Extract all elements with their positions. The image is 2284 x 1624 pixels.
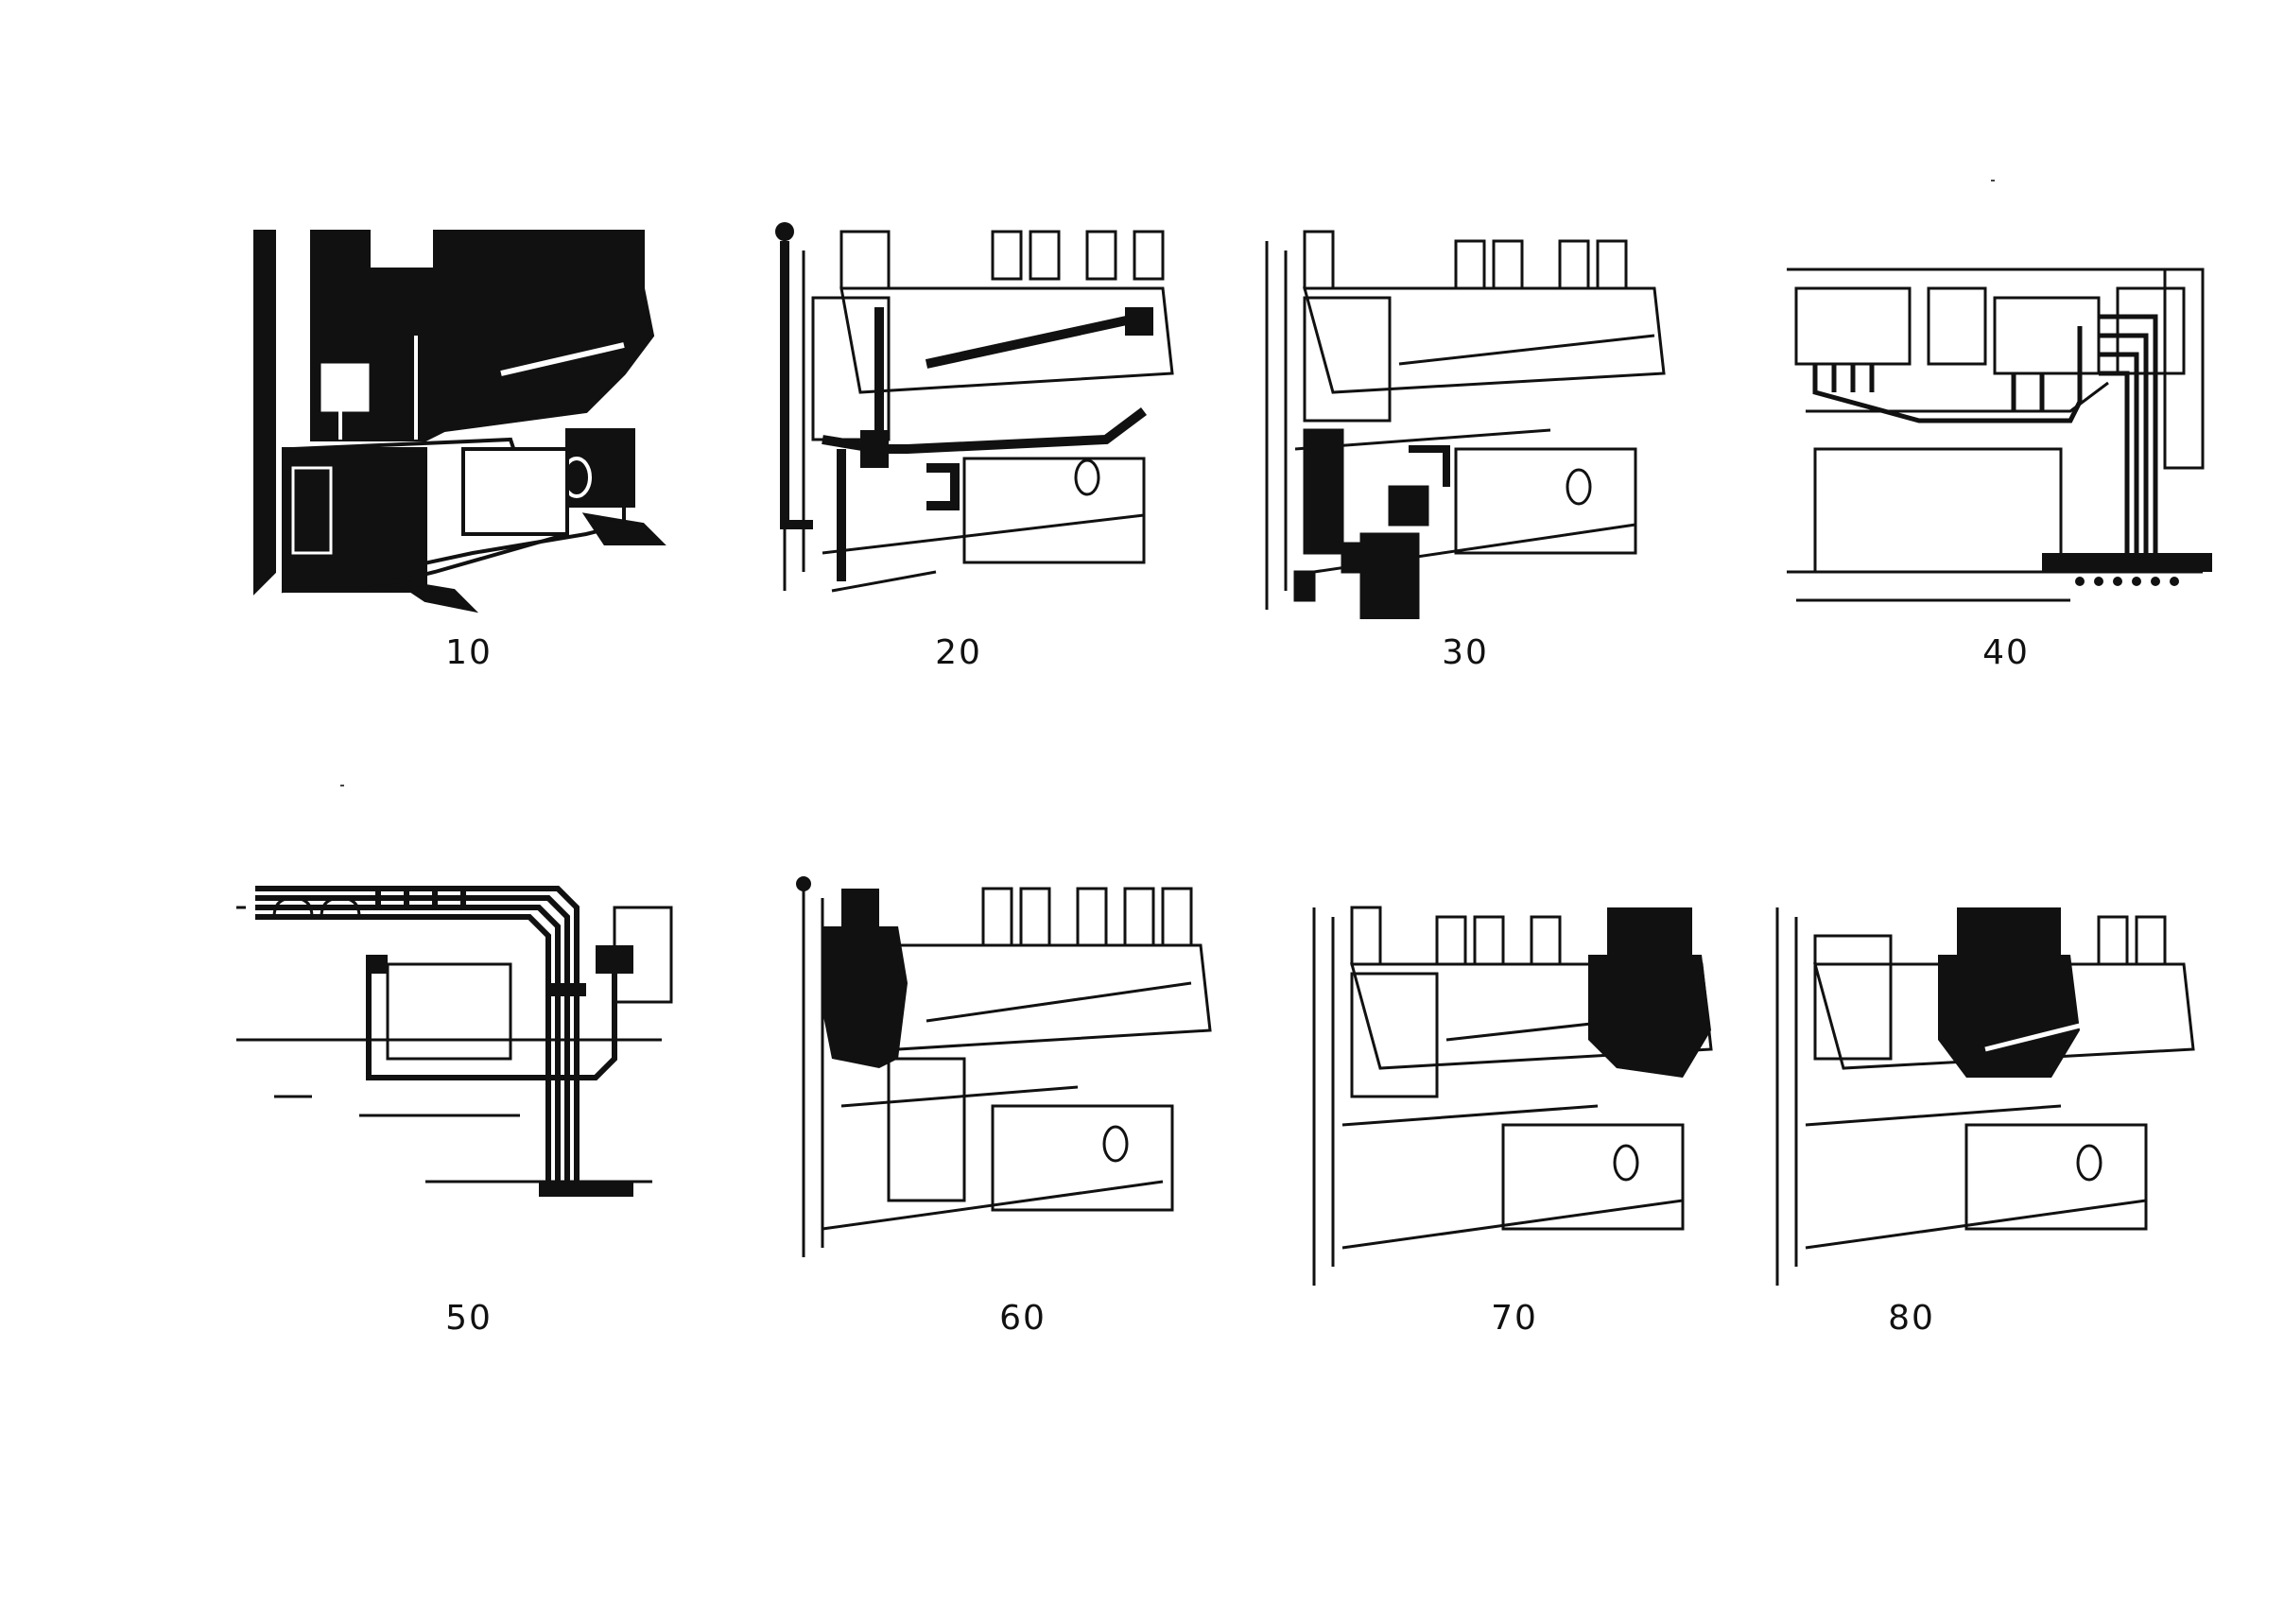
figure-caption-40: 40 bbox=[1982, 633, 2030, 672]
figure-caption-50: 50 bbox=[445, 1299, 493, 1338]
engine-drawing-30 bbox=[1265, 230, 1666, 619]
engine-figure-10 bbox=[227, 213, 718, 619]
engine-figure-80 bbox=[1749, 889, 2241, 1295]
figure-caption-70: 70 bbox=[1491, 1299, 1538, 1338]
scan-speck bbox=[340, 785, 344, 786]
engine-figure-50 bbox=[217, 870, 709, 1276]
engine-drawing-60 bbox=[796, 876, 1212, 1257]
engine-drawing-50 bbox=[236, 886, 673, 1197]
engine-drawing-80 bbox=[1775, 907, 2195, 1286]
engine-drawing-40 bbox=[1787, 268, 2212, 602]
engine-figure-70 bbox=[1286, 889, 1777, 1295]
scan-speck bbox=[1991, 180, 1995, 181]
engine-figure-20 bbox=[747, 213, 1238, 619]
figure-caption-20: 20 bbox=[935, 633, 982, 672]
engine-figure-60 bbox=[766, 870, 1257, 1276]
figure-caption-60: 60 bbox=[999, 1299, 1047, 1338]
engine-drawing-70 bbox=[1312, 906, 1713, 1286]
figure-caption-80: 80 bbox=[1888, 1299, 1935, 1338]
figure-caption-10: 10 bbox=[445, 633, 493, 672]
figure-caption-30: 30 bbox=[1442, 633, 1489, 672]
engine-drawing-20 bbox=[775, 222, 1174, 593]
engine-figure-40 bbox=[1758, 232, 2250, 638]
engine-drawing-10 bbox=[253, 230, 666, 613]
engine-figure-30 bbox=[1238, 213, 1730, 619]
